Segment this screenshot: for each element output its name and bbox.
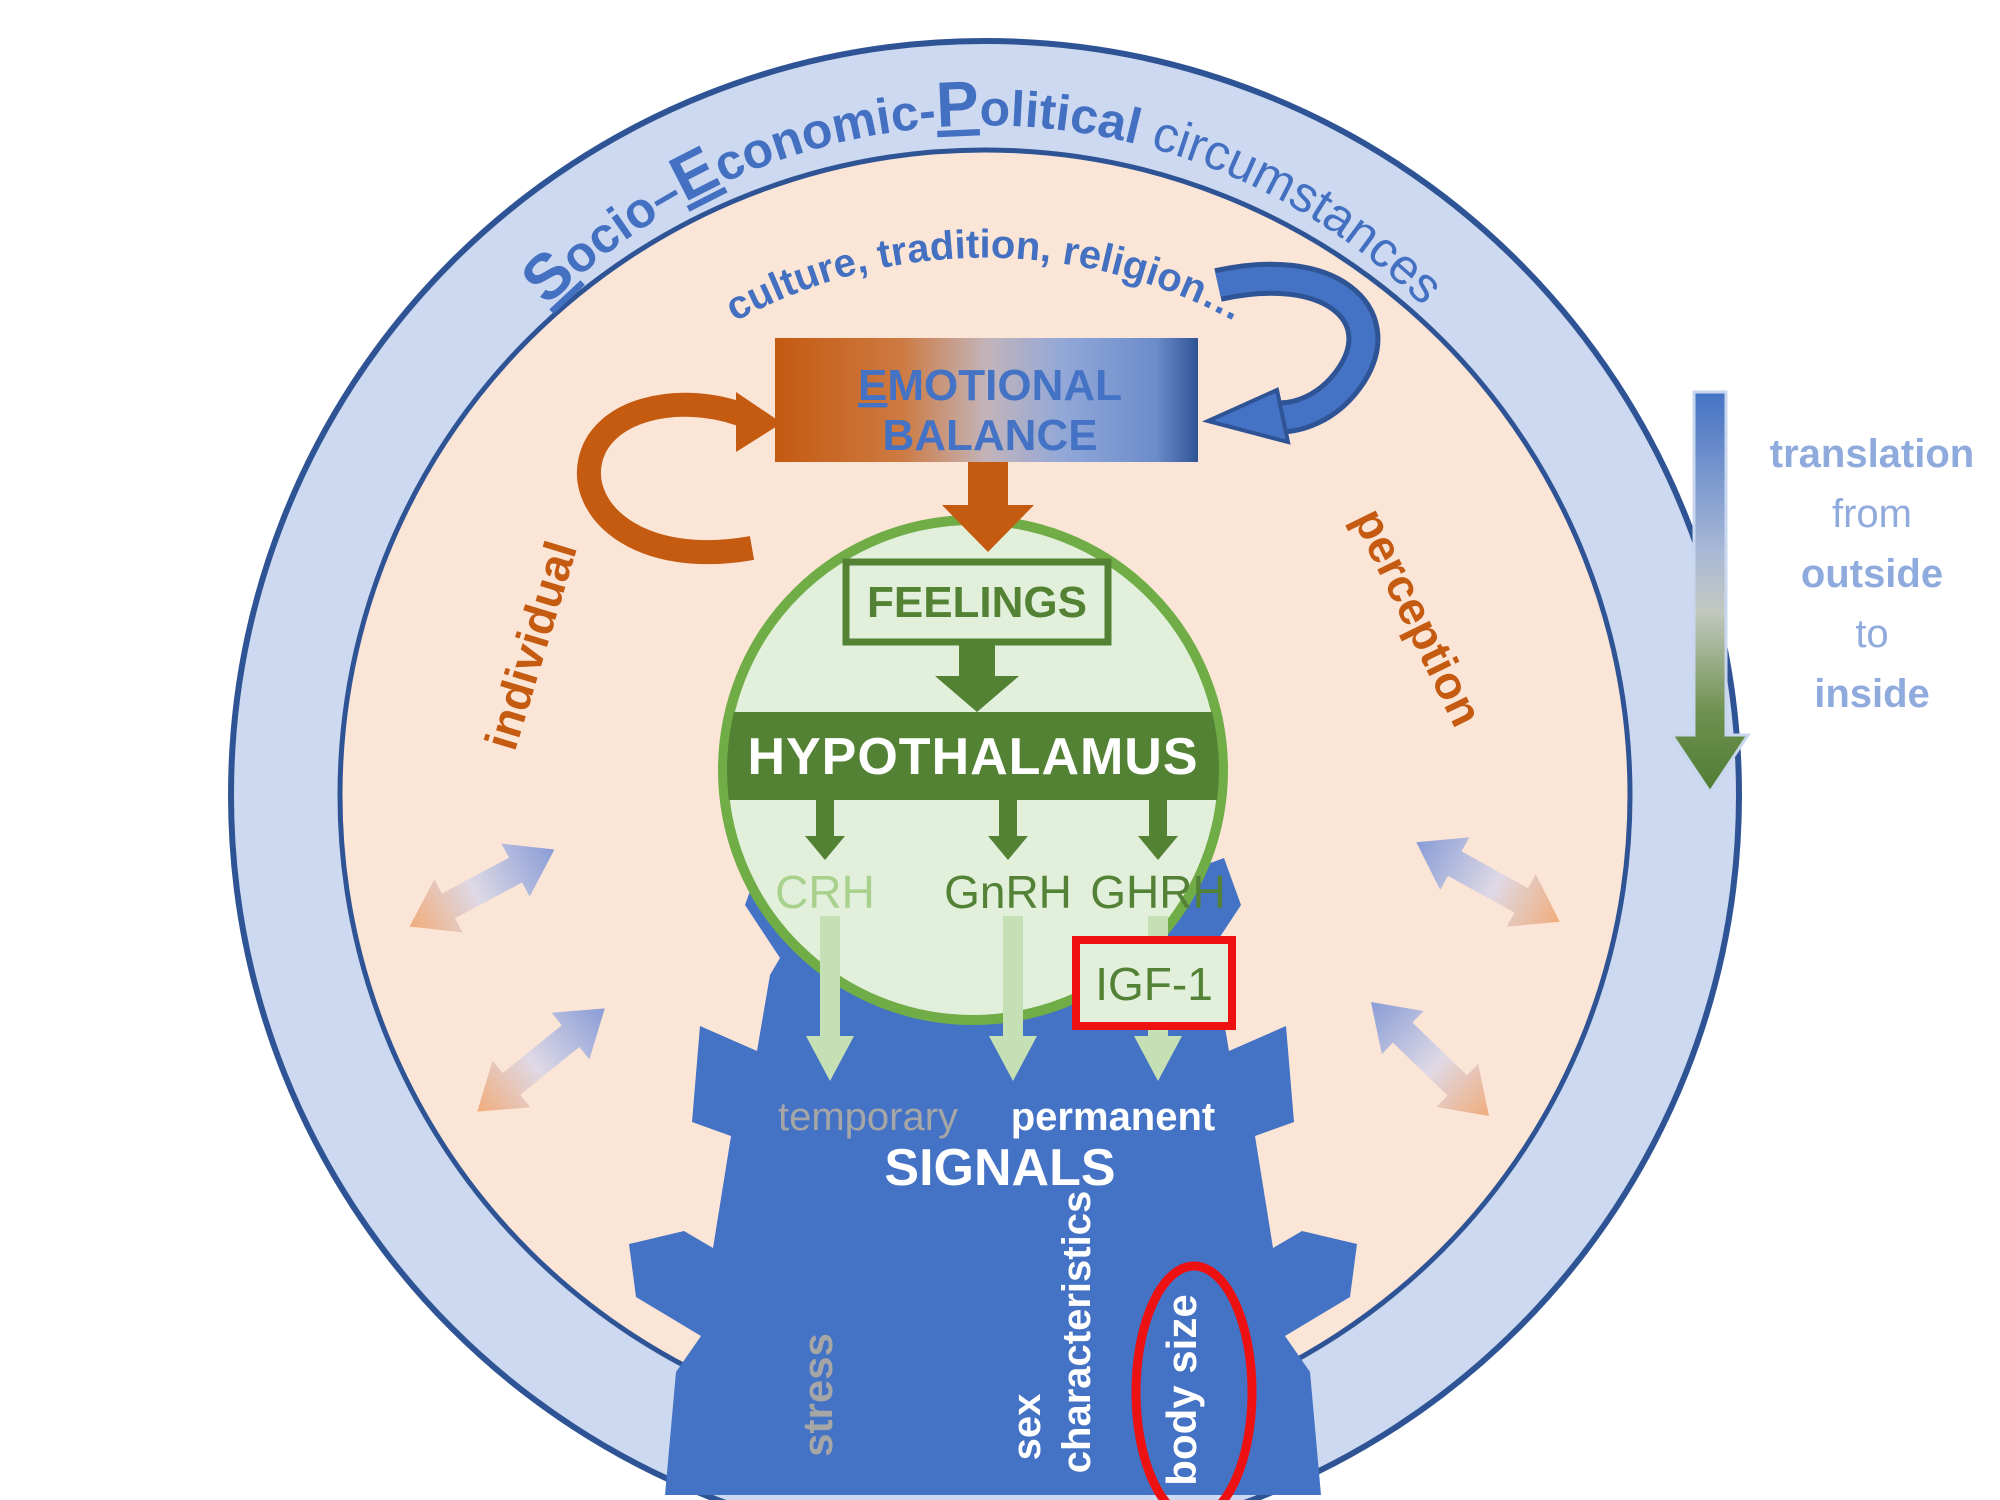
- characteristics-label: characteristics: [1055, 1191, 1099, 1473]
- body-size-highlight-ellipse: [1131, 1261, 1257, 1500]
- translation-line1: translation: [1770, 432, 1974, 476]
- translation-line4: to: [1855, 612, 1888, 656]
- igf1-label: IGF-1: [1095, 958, 1213, 1010]
- title-seg-p: P: [934, 67, 980, 141]
- igf1-box: [1072, 936, 1236, 1030]
- translation-line5: inside: [1814, 672, 1930, 716]
- translation-line2: from: [1832, 492, 1912, 536]
- feelings-box: [842, 558, 1112, 646]
- feelings-to-hypothalamus-arrow: [935, 644, 1019, 712]
- balance-to-feelings-arrow: [942, 462, 1034, 552]
- emotional-balance-line2: BALANCE: [882, 411, 1097, 460]
- hypothalamus-band: [727, 712, 1219, 800]
- signals-label: SIGNALS: [884, 1139, 1115, 1197]
- emotional-balance-box: [775, 338, 1198, 462]
- gnrh-label: GnRH: [944, 866, 1072, 918]
- emotional-balance-line1: EMOTIONAL: [858, 361, 1122, 410]
- body-size-label: body size: [1158, 1294, 1205, 1485]
- temporary-label: temporary: [778, 1095, 958, 1139]
- crh-label: CRH: [775, 866, 875, 918]
- hypothalamus-label: HYPOTHALAMUS: [747, 728, 1198, 786]
- feelings-label: FEELINGS: [867, 578, 1087, 627]
- emotional-initial: E: [858, 361, 887, 410]
- stress-label: stress: [794, 1333, 841, 1457]
- translation-line3: outside: [1801, 552, 1943, 596]
- sex-label: sex: [1005, 1394, 1049, 1461]
- translation-legend: translation from outside to inside: [1770, 432, 1974, 716]
- ghrh-label: GHRH: [1090, 866, 1225, 918]
- permanent-label: permanent: [1011, 1095, 1216, 1139]
- translation-arrow: [1669, 390, 1751, 795]
- individual-feedback-arrow: [576, 392, 782, 565]
- perception-input-arrow: [1202, 261, 1381, 445]
